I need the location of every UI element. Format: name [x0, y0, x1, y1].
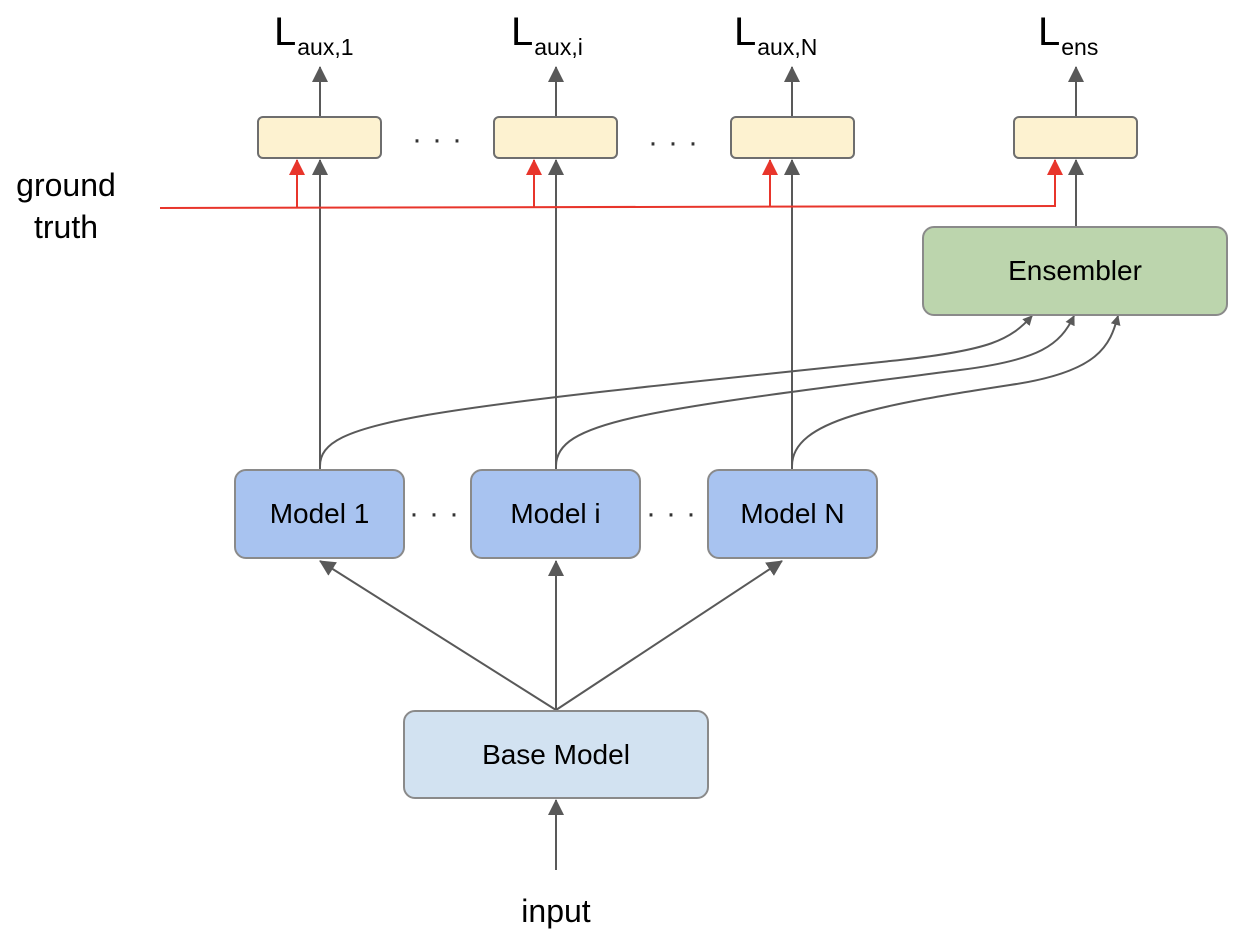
- ground-truth-line1: ground: [16, 167, 116, 203]
- ground-truth-label: ground truth: [8, 165, 124, 248]
- model-i-box: Model i: [470, 469, 641, 559]
- model-1-box: Model 1: [234, 469, 405, 559]
- model-n-label: Model N: [740, 498, 845, 529]
- loss-main: L: [274, 10, 297, 54]
- input-label: input: [521, 893, 591, 929]
- loss-main: L: [1038, 10, 1061, 54]
- loss-main: L: [511, 10, 534, 54]
- loss-subscript: aux,N: [757, 34, 818, 60]
- ellipsis-top-2: ···: [648, 126, 708, 159]
- arrow-base-to-model-n: [555, 560, 783, 711]
- loss-label-aux-n: Laux,N: [734, 10, 817, 59]
- ens-loss-box: [1013, 116, 1138, 159]
- loss-label-aux-1: Laux,1: [274, 10, 354, 59]
- aux-loss-box-n: [730, 116, 855, 159]
- loss-subscript: aux,1: [297, 34, 354, 60]
- model-1-label: Model 1: [269, 498, 370, 529]
- curve-model-i-to-ensembler: [555, 315, 1075, 467]
- loss-subscript: ens: [1061, 34, 1099, 60]
- aux-loss-box-i: [493, 116, 618, 159]
- loss-subscript: aux,i: [534, 34, 583, 60]
- aux-loss-box-1: [257, 116, 382, 159]
- arrow-base-to-model-1: [319, 560, 557, 711]
- curve-model-n-to-ensembler: [791, 315, 1121, 467]
- ensembler-label: Ensembler: [1008, 255, 1142, 286]
- loss-main: L: [734, 10, 757, 54]
- curve-model-1-to-ensembler: [319, 315, 1033, 467]
- loss-label-aux-i: Laux,i: [511, 10, 583, 59]
- model-i-label: Model i: [510, 498, 601, 529]
- base-model-label: Base Model: [482, 738, 630, 770]
- loss-label-ens: Lens: [1038, 10, 1098, 59]
- base-model-box: Base Model: [403, 710, 709, 799]
- ensembler-box: Ensembler: [922, 226, 1228, 316]
- ground-truth-line2: truth: [33, 208, 99, 245]
- model-n-box: Model N: [707, 469, 878, 559]
- ellipsis-top-1: ···: [412, 123, 472, 156]
- ellipsis-mid-2: ···: [646, 497, 706, 530]
- ellipsis-mid-1: ···: [409, 497, 469, 530]
- ground-truth-line: [159, 205, 1057, 209]
